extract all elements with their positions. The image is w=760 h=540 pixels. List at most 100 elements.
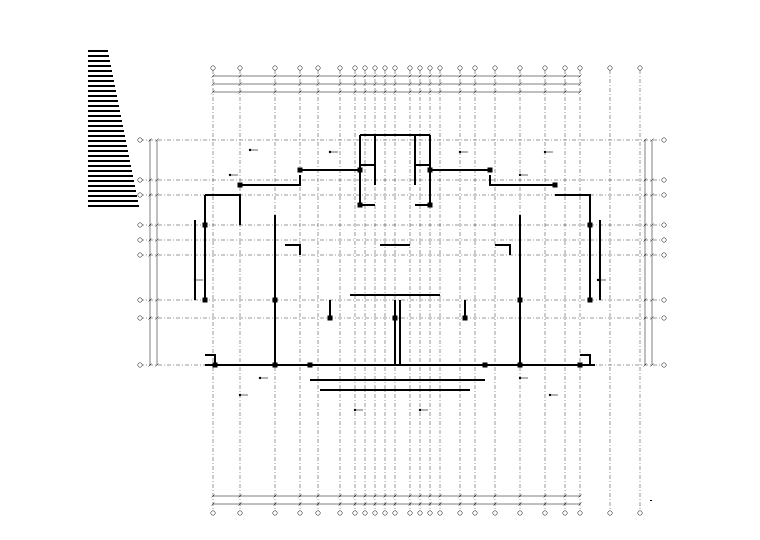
dimension-tick — [578, 494, 582, 498]
wall — [205, 194, 241, 225]
dimension-tick — [148, 138, 152, 142]
dimension-tick — [650, 363, 654, 367]
dimension-tick — [643, 138, 647, 142]
dimension-tick — [493, 494, 497, 498]
dimension-tick — [373, 74, 377, 78]
note-line — [88, 55, 109, 57]
dimension-tick — [338, 90, 342, 94]
axis-bubble-bottom — [315, 510, 321, 516]
axis-bubble-right — [661, 297, 667, 303]
note-line — [88, 90, 116, 92]
tag-dot — [328, 150, 332, 154]
note-line — [88, 80, 114, 82]
axis-bubble-top — [372, 65, 378, 71]
dimension-tick — [316, 90, 320, 94]
axis-bubble-bottom — [382, 510, 388, 516]
tag-dot — [258, 376, 262, 380]
drawing-title-label — [650, 500, 652, 501]
element-tags — [193, 148, 606, 412]
axis-bubble-top — [607, 65, 613, 71]
column — [487, 167, 493, 173]
wall — [495, 244, 511, 255]
dimension-tick — [211, 74, 215, 78]
axis-bubble-top — [457, 65, 463, 71]
dimension-tick — [383, 82, 387, 86]
column — [357, 202, 363, 208]
dimension-tick — [650, 223, 654, 227]
dimension-tick — [238, 90, 242, 94]
axis-bubble-left — [137, 362, 143, 368]
dimension-tick — [650, 298, 654, 302]
dimension-tick — [643, 238, 647, 242]
tag-dot — [248, 148, 252, 152]
column — [237, 182, 243, 188]
dimension-tick — [353, 502, 357, 506]
column — [212, 362, 218, 368]
axis-bubble-right — [661, 137, 667, 143]
dimension-tick — [643, 298, 647, 302]
dimension-tick — [363, 82, 367, 86]
dimension-tick — [155, 363, 159, 367]
axis-bubble-left — [137, 137, 143, 143]
dimension-tick — [518, 82, 522, 86]
dimension-tick — [155, 223, 159, 227]
dimension-tick — [428, 502, 432, 506]
wall — [580, 354, 591, 365]
dimension-tick — [353, 74, 357, 78]
dimension-tick — [363, 494, 367, 498]
dimension-tick — [338, 494, 342, 498]
dimension-tick — [418, 90, 422, 94]
axis-bubble-top — [407, 65, 413, 71]
axis-bubble-top — [427, 65, 433, 71]
note-line — [88, 65, 111, 67]
axis-bubble-bottom — [352, 510, 358, 516]
dimension-tick — [643, 223, 647, 227]
dimension-tick — [543, 494, 547, 498]
axis-bubble-bottom — [492, 510, 498, 516]
dimension-tick — [238, 82, 242, 86]
column — [297, 167, 303, 173]
dimension-tick — [238, 74, 242, 78]
dimension-tick — [643, 363, 647, 367]
dimension-tick — [438, 502, 442, 506]
dimension-tick — [493, 74, 497, 78]
dimension-tick — [363, 502, 367, 506]
axis-bubble-top — [417, 65, 423, 71]
dimension-tick — [211, 82, 215, 86]
dimension-tick — [363, 74, 367, 78]
dimension-tick — [438, 74, 442, 78]
axis-bubble-top — [352, 65, 358, 71]
dimension-tick — [473, 74, 477, 78]
dimension-tick — [363, 90, 367, 94]
dimension-tick — [148, 298, 152, 302]
dimension-tick — [458, 82, 462, 86]
dimension-tick — [373, 494, 377, 498]
wall — [285, 244, 301, 255]
dimension-tick — [418, 82, 422, 86]
dimension-tick — [393, 494, 397, 498]
tag-dot — [543, 150, 547, 154]
axis-bubble-left — [137, 192, 143, 198]
axis-bubble-top — [577, 65, 583, 71]
axis-bubble-top — [437, 65, 443, 71]
note-line — [88, 110, 120, 112]
axis-bubble-bottom — [417, 510, 423, 516]
wall — [240, 175, 301, 186]
note-line — [88, 135, 125, 137]
dimension-tick — [238, 494, 242, 498]
wall — [555, 194, 591, 225]
dimension-tick — [148, 193, 152, 197]
dimension-tick — [273, 494, 277, 498]
axis-bubble-top — [272, 65, 278, 71]
axis-bubble-top — [517, 65, 523, 71]
axis-bubble-top — [472, 65, 478, 71]
note-line — [88, 120, 122, 122]
dimension-tick — [458, 90, 462, 94]
tag-dot — [228, 173, 232, 177]
note-line — [88, 70, 112, 72]
axis-bubble-right — [661, 237, 667, 243]
axis-bubble-left — [137, 252, 143, 258]
axis-bubble-top — [315, 65, 321, 71]
dimension-tick — [438, 90, 442, 94]
axis-bubble-top — [382, 65, 388, 71]
